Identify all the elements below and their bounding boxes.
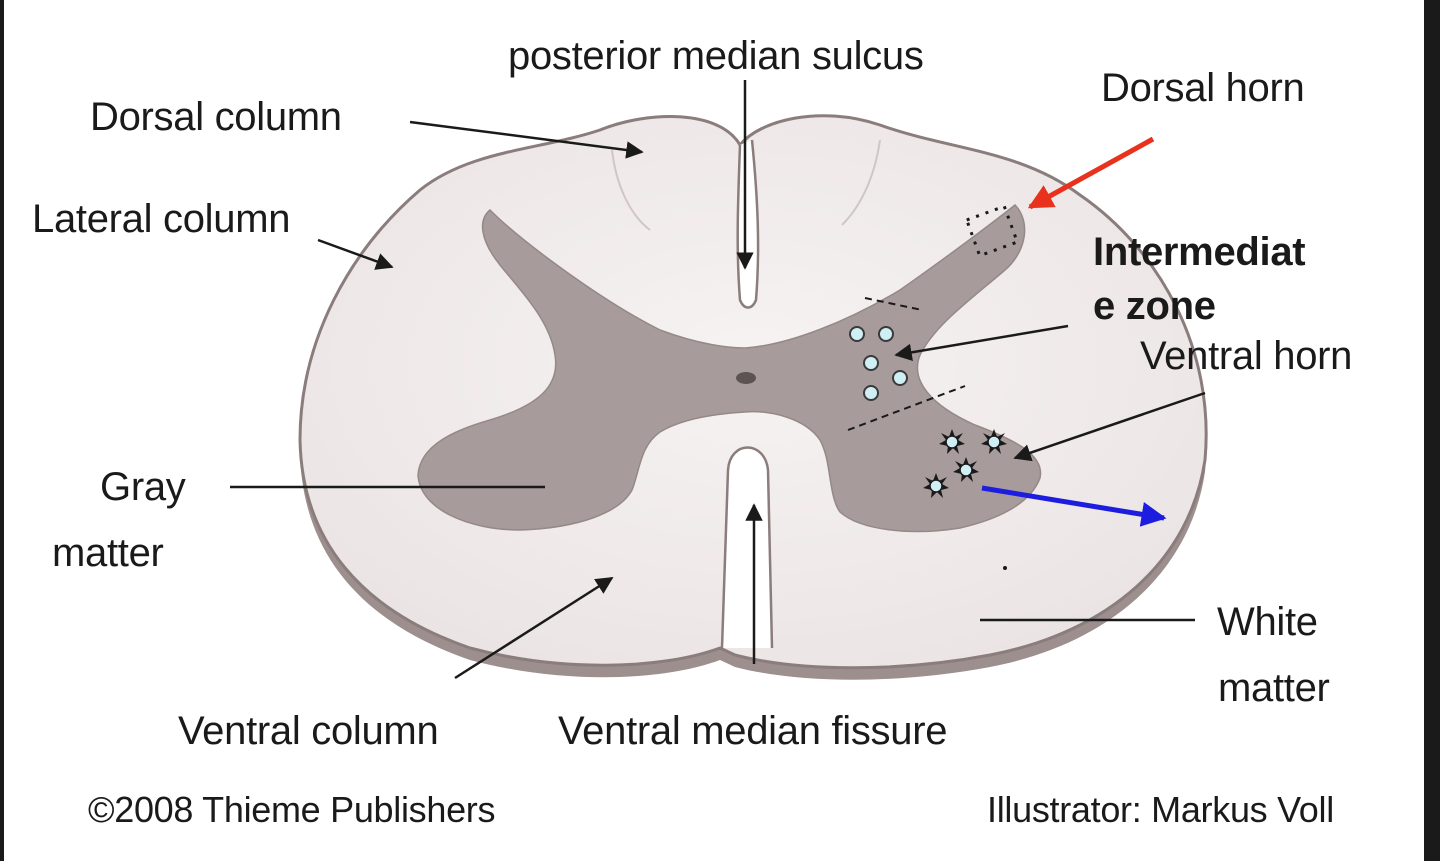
label-intermediate-zone-line1: Intermediat: [1093, 230, 1306, 274]
label-dorsal-column: Dorsal column: [90, 95, 342, 139]
label-white-matter-line2: matter: [1218, 666, 1330, 710]
posterior-median-sulcus: [736, 139, 760, 309]
label-gray-matter-line1: Gray: [100, 465, 186, 509]
label-white-matter-line1: White: [1217, 600, 1318, 644]
copyright-text: ©2008 Thieme Publishers: [88, 789, 496, 830]
ventral-median-fissure: [720, 446, 774, 649]
frame-border-right: [1424, 0, 1440, 861]
central-canal: [736, 372, 756, 384]
dorsal-column-groove-left: [611, 149, 651, 231]
label-ventral-column: Ventral column: [178, 709, 439, 753]
speck: [1003, 566, 1007, 570]
intermediate-zone-border-top: [864, 297, 923, 311]
label-posterior-median-sulcus: posterior median sulcus: [508, 34, 924, 78]
label-ventral-median-fissure: Ventral median fissure: [558, 709, 948, 753]
gray-matter-region: [417, 203, 1042, 533]
label-lateral-column: Lateral column: [32, 197, 291, 241]
interneuron-cells: [849, 326, 908, 401]
dorsal-column-groove-right: [841, 139, 881, 226]
dorsal-horn-marker: [964, 204, 1020, 258]
label-intermediate-zone-line2: e zone: [1093, 284, 1216, 328]
label-ventral-horn: Ventral horn: [1140, 334, 1353, 378]
label-dorsal-horn: Dorsal horn: [1101, 66, 1305, 110]
frame-border-left: [0, 0, 4, 861]
illustrator-credit: Illustrator: Markus Voll: [987, 789, 1334, 830]
pointer-lateral-column: [317, 238, 394, 270]
label-gray-matter-line2: matter: [52, 531, 164, 575]
blue-arrow: [981, 485, 1167, 527]
red-arrow: [1027, 136, 1155, 210]
pointer-ventral-column: [454, 576, 614, 680]
pointer-ventral-horn: [1013, 391, 1206, 462]
pointer-intermediate-zone: [894, 324, 1069, 362]
intermediate-zone-border-bottom: [847, 385, 966, 431]
pointer-dorsal-column: [409, 120, 644, 159]
